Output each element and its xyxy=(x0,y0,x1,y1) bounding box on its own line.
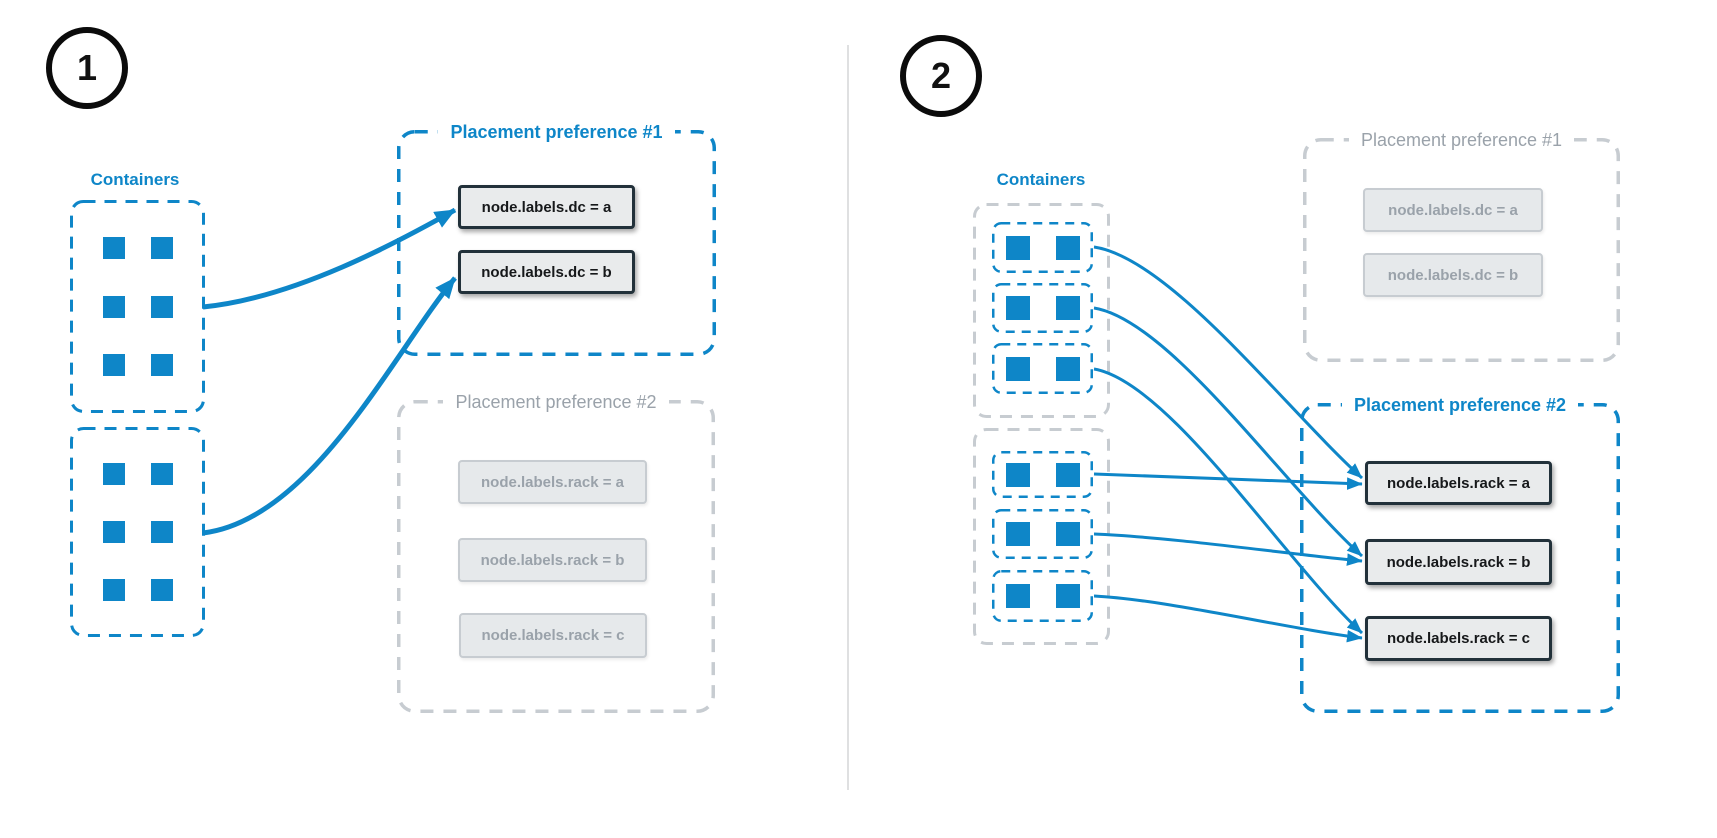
container-row xyxy=(70,521,205,543)
container-icon xyxy=(1005,584,1030,608)
label-box-rack-c-panel2: node.labels.rack = c xyxy=(1365,616,1552,661)
dashed-border xyxy=(992,343,1093,394)
label-box-rack-a-panel2: node.labels.rack = a xyxy=(1365,461,1552,505)
container-row xyxy=(70,354,205,377)
subgroup-2-border xyxy=(992,283,1093,333)
container-icon xyxy=(1005,235,1030,260)
container-icon xyxy=(1055,522,1080,546)
container-icon xyxy=(150,521,173,543)
container-subgroup-1-box xyxy=(992,222,1093,273)
container-group-1-border xyxy=(70,200,205,413)
subgroup-4-border xyxy=(992,451,1093,498)
container-row xyxy=(70,579,205,601)
subgroup-3-border xyxy=(992,343,1093,394)
label-box-dc-a-panel2: node.labels.dc = a xyxy=(1363,188,1543,232)
placement-pref-2-box-panel2: Placement preference #2 node.labels.rack… xyxy=(1300,394,1620,713)
pref-1-border-panel2 xyxy=(1303,138,1620,362)
container-group-1-box xyxy=(70,200,205,413)
step-1-number: 1 xyxy=(76,47,98,88)
container-icon xyxy=(102,295,125,318)
container-icon xyxy=(1055,235,1080,260)
container-icon xyxy=(1055,356,1080,381)
pref-1-border-panel1 xyxy=(397,130,716,356)
subgroup-6-border xyxy=(992,570,1093,622)
container-row xyxy=(70,295,205,318)
dashed-border xyxy=(992,509,1093,559)
label-box-rack-c-panel1: node.labels.rack = c xyxy=(459,613,647,658)
label-box-dc-a-panel1: node.labels.dc = a xyxy=(458,185,635,229)
container-icon xyxy=(1005,356,1030,381)
container-icon xyxy=(150,579,173,601)
dashed-border xyxy=(992,222,1093,273)
placement-pref-1-box-panel2: Placement preference #1 node.labels.dc =… xyxy=(1303,129,1620,362)
container-icon xyxy=(150,295,173,318)
dashed-border xyxy=(1303,138,1620,362)
container-icon xyxy=(1055,584,1080,608)
dashed-border xyxy=(992,283,1093,333)
dashed-border xyxy=(992,451,1093,498)
container-subgroup-2-box xyxy=(992,283,1093,333)
subgroup-5-border xyxy=(992,509,1093,559)
container-icon xyxy=(150,354,173,377)
subgroup-1-border xyxy=(992,222,1093,273)
dashed-border xyxy=(992,570,1093,622)
containers-label-panel1: Containers xyxy=(90,170,180,189)
container-icon xyxy=(1005,462,1030,487)
label-box-dc-b-panel2: node.labels.dc = b xyxy=(1363,253,1543,297)
dashed-border xyxy=(70,200,205,413)
step-2-number: 2 xyxy=(930,55,952,96)
containers-label-panel2: Containers xyxy=(996,170,1086,189)
container-icon xyxy=(102,521,125,543)
placement-pref-1-box-panel1: Placement preference #1 node.labels.dc =… xyxy=(397,121,716,356)
container-icon xyxy=(1055,462,1080,487)
step-1-badge: 1 xyxy=(46,27,128,109)
container-icon xyxy=(1055,296,1080,320)
label-box-rack-b-panel1: node.labels.rack = b xyxy=(458,538,647,582)
container-icon xyxy=(150,463,173,485)
dashed-border xyxy=(397,130,716,356)
container-row xyxy=(70,463,205,485)
container-subgroup-3-box xyxy=(992,343,1093,394)
container-icon xyxy=(102,236,125,259)
container-icon xyxy=(150,236,173,259)
container-subgroup-4-box xyxy=(992,451,1093,498)
container-subgroup-6-box xyxy=(992,570,1093,622)
label-box-rack-a-panel1: node.labels.rack = a xyxy=(458,460,647,504)
label-box-dc-b-panel1: node.labels.dc = b xyxy=(458,250,635,294)
label-box-rack-b-panel2: node.labels.rack = b xyxy=(1365,539,1552,585)
container-icon xyxy=(102,579,125,601)
container-group-2-border xyxy=(70,427,205,637)
container-row xyxy=(70,236,205,259)
dashed-border xyxy=(70,427,205,637)
step-2-badge: 2 xyxy=(900,35,982,117)
container-icon xyxy=(102,463,125,485)
container-icon xyxy=(1005,522,1030,546)
container-icon xyxy=(102,354,125,377)
container-subgroup-5-box xyxy=(992,509,1093,559)
placement-pref-2-box-panel1: Placement preference #2 node.labels.rack… xyxy=(397,391,715,713)
container-group-2-box xyxy=(70,427,205,637)
container-icon xyxy=(1005,296,1030,320)
